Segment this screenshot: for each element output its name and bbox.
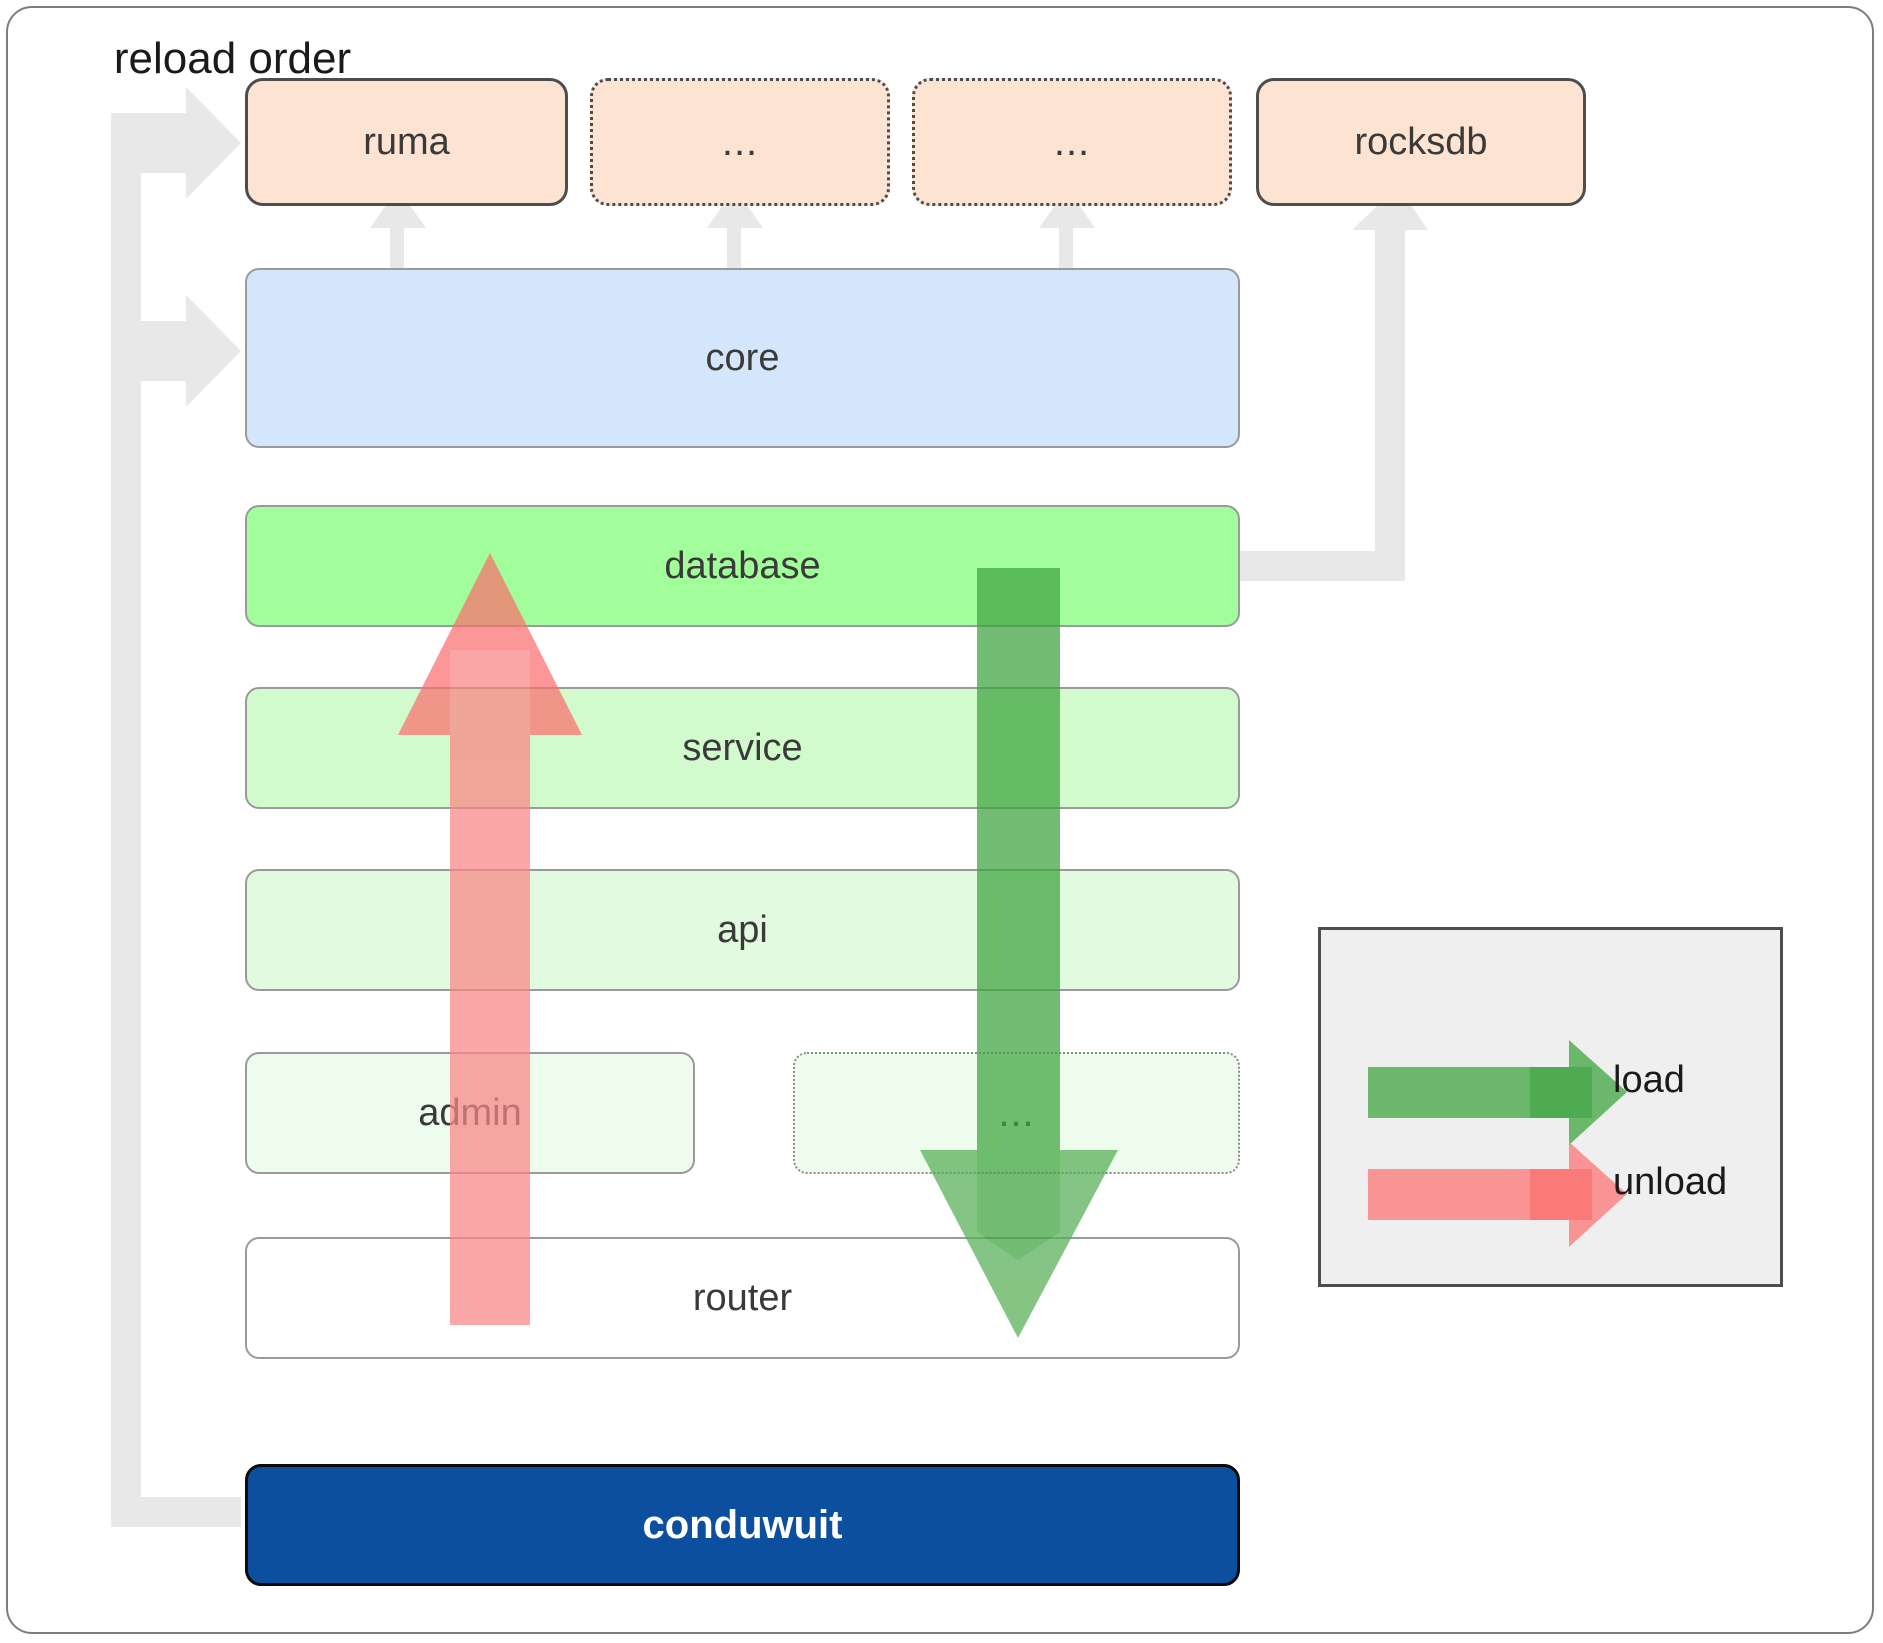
- layer-label: ...: [998, 1091, 1035, 1135]
- layer-label: core: [705, 336, 780, 379]
- legend-panel: [1318, 927, 1783, 1287]
- binary-box-conduwuit[interactable]: conduwuit: [245, 1464, 1240, 1586]
- layer-label: api: [717, 908, 768, 951]
- legend-label-unload: unload: [1613, 1161, 1728, 1203]
- dependency-label: ruma: [363, 120, 450, 163]
- layer-box-service[interactable]: service: [245, 687, 1240, 809]
- dependency-box-rocksdb[interactable]: rocksdb: [1256, 78, 1586, 206]
- layer-label: admin: [418, 1091, 522, 1134]
- layer-label: router: [692, 1276, 793, 1319]
- layer-box-core[interactable]: core: [245, 268, 1240, 448]
- dependency-box-placeholder-1[interactable]: ...: [590, 78, 890, 206]
- layer-box-extra[interactable]: ...: [793, 1052, 1240, 1174]
- layer-box-admin[interactable]: admin: [245, 1052, 695, 1174]
- layer-label: service: [682, 726, 803, 769]
- layer-box-api[interactable]: api: [245, 869, 1240, 991]
- dependency-label: ...: [1053, 120, 1091, 164]
- diagram-frame: [6, 6, 1874, 1634]
- dependency-label: rocksdb: [1354, 120, 1488, 163]
- layer-box-router[interactable]: router: [245, 1237, 1240, 1359]
- binary-label: conduwuit: [642, 1502, 843, 1547]
- layer-label: database: [664, 544, 821, 587]
- legend-title: reload order: [113, 34, 352, 83]
- layer-box-database[interactable]: database: [245, 505, 1240, 627]
- dependency-label: ...: [721, 120, 759, 164]
- legend-label-load: load: [1613, 1059, 1685, 1101]
- dependency-box-placeholder-2[interactable]: ...: [912, 78, 1232, 206]
- dependency-box-ruma[interactable]: ruma: [245, 78, 568, 206]
